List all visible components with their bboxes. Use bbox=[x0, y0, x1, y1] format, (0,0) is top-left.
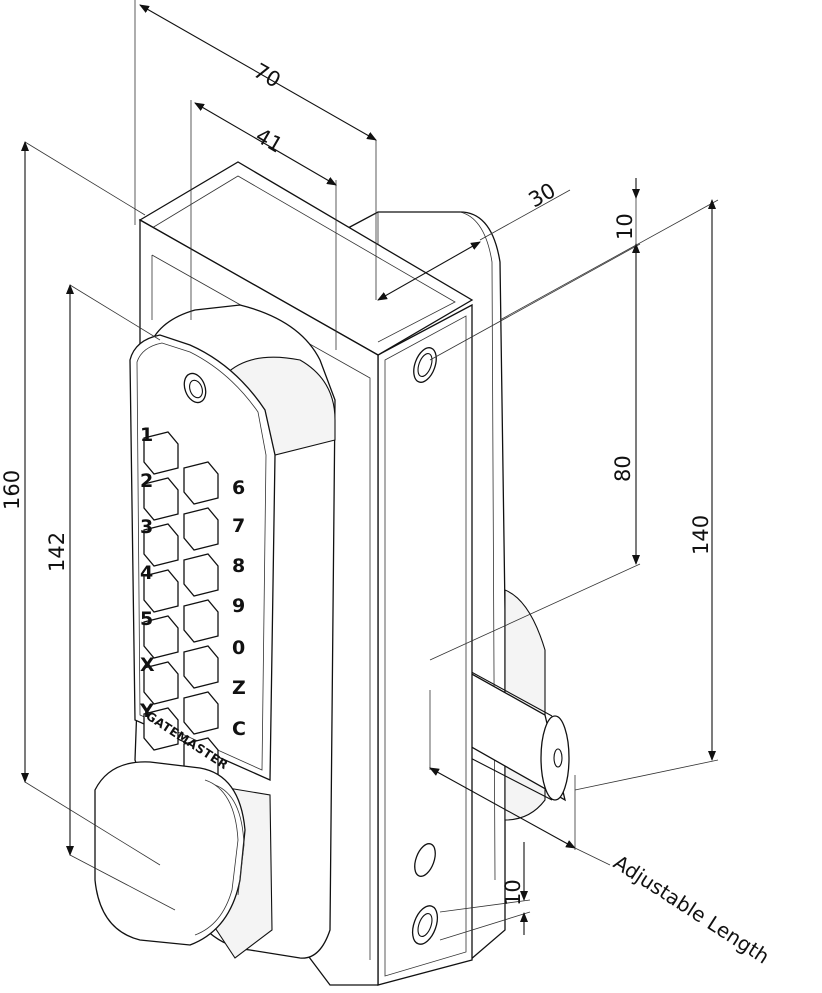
key-left-2[interactable] bbox=[143, 477, 179, 521]
key-label-right-7: C bbox=[232, 718, 246, 740]
dim-depth: 30 bbox=[525, 178, 560, 212]
key-right-2[interactable] bbox=[183, 507, 219, 551]
key-label-right-1: 6 bbox=[232, 477, 245, 499]
turn-knob[interactable] bbox=[94, 761, 273, 959]
dim-width-keypad: 41 bbox=[252, 124, 287, 158]
key-left-3[interactable] bbox=[143, 523, 179, 567]
key-label-left-1: 1 bbox=[140, 424, 153, 446]
key-label-left-2: 2 bbox=[140, 470, 153, 492]
key-label-right-6: Z bbox=[232, 677, 246, 699]
key-right-5[interactable] bbox=[183, 645, 219, 689]
key-label-right-5: 0 bbox=[232, 637, 245, 659]
dim-bolt-span: 140 bbox=[689, 515, 713, 555]
dim-adjustable-length: Adjustable Length bbox=[609, 850, 774, 969]
key-right-4[interactable] bbox=[183, 599, 219, 643]
mounting-hole-top bbox=[413, 347, 437, 383]
key-left-1[interactable] bbox=[143, 431, 179, 475]
dimension-lines bbox=[21, 0, 719, 941]
dim-height-overall: 160 bbox=[0, 470, 24, 510]
dim-hole-spacing: 80 bbox=[611, 455, 635, 482]
key-right-1[interactable] bbox=[183, 461, 219, 505]
key-label-right-4: 9 bbox=[232, 595, 245, 617]
key-label-left-3: 3 bbox=[140, 516, 153, 538]
key-label-right-2: 7 bbox=[232, 515, 245, 537]
key-label-right-3: 8 bbox=[232, 555, 245, 577]
key-label-left-5: 5 bbox=[140, 608, 153, 630]
key-right-3[interactable] bbox=[183, 553, 219, 597]
dim-height-keypad: 142 bbox=[45, 532, 69, 572]
key-label-left-7: Y bbox=[139, 700, 154, 722]
dim-top-offset: 10 bbox=[613, 213, 637, 240]
key-label-left-4: 4 bbox=[140, 562, 153, 584]
dim-width-overall: 70 bbox=[250, 59, 285, 93]
front-plate bbox=[377, 303, 473, 986]
key-left-5[interactable] bbox=[143, 615, 179, 659]
keypad-screw-hole bbox=[183, 372, 207, 404]
key-label-left-6: X bbox=[140, 654, 155, 676]
key-buttons bbox=[143, 431, 219, 781]
key-left-7[interactable] bbox=[143, 707, 179, 751]
key-right-6[interactable] bbox=[183, 691, 219, 735]
dim-bottom-offset: 10 bbox=[501, 879, 525, 906]
key-left-6[interactable] bbox=[143, 661, 179, 705]
key-left-4[interactable] bbox=[143, 569, 179, 613]
